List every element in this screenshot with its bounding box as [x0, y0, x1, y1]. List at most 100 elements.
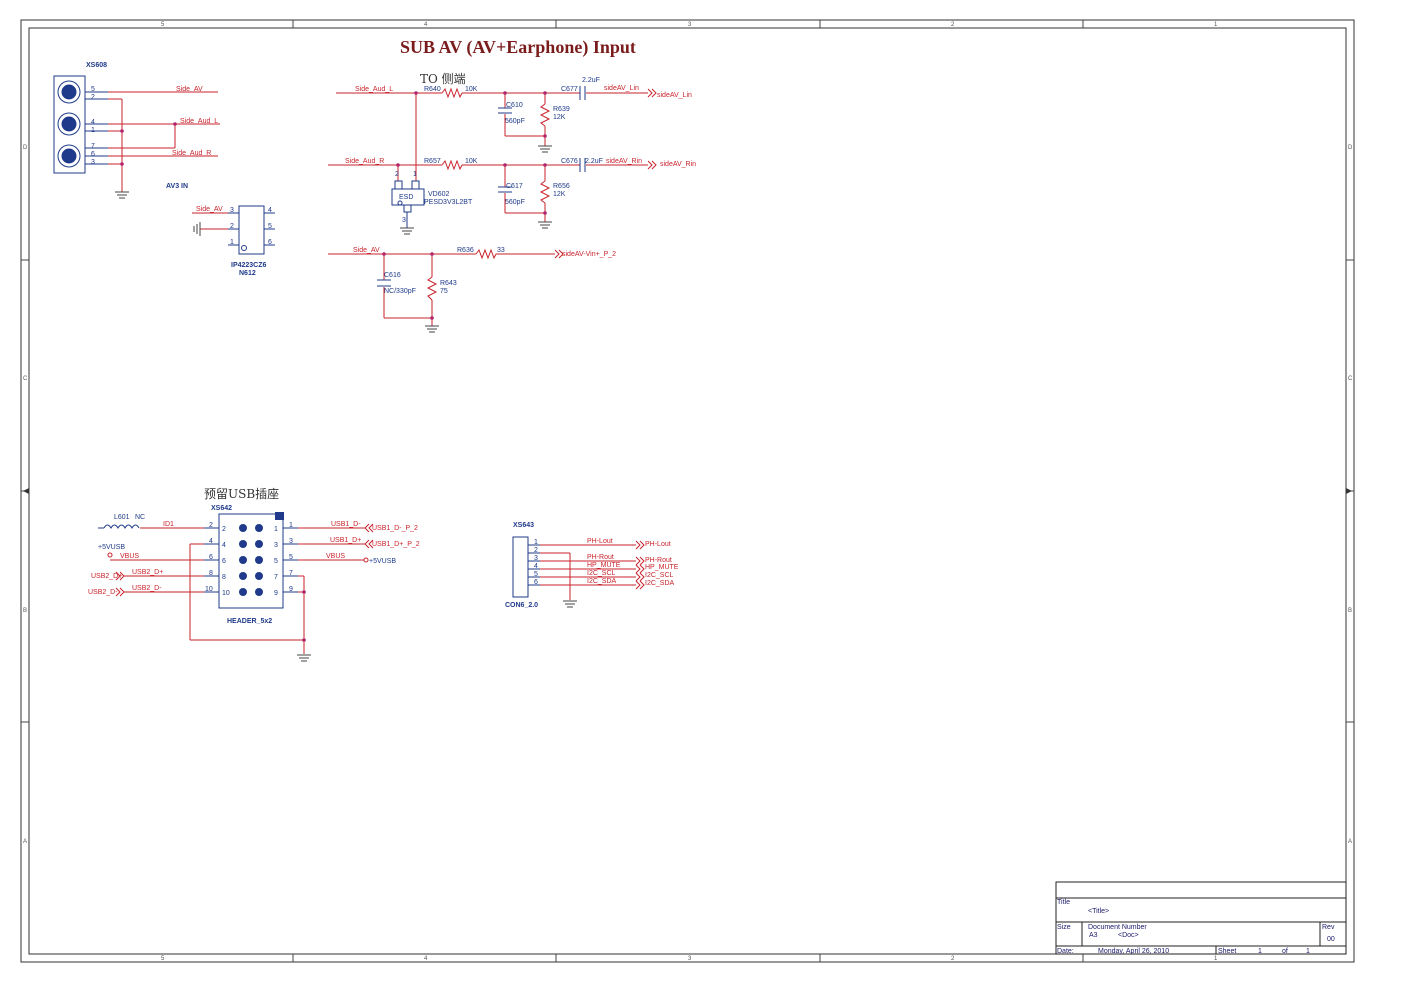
gnd-n612: [193, 222, 201, 236]
xs642-ext-pin-7: 7: [289, 570, 293, 577]
title-block: [1055, 881, 1347, 955]
net-ph-rout-1: PH-Rout: [587, 554, 614, 561]
net-side-av-2: Side_AV: [353, 247, 380, 254]
r657-value: 10K: [465, 158, 478, 165]
gnd-xs608: [115, 191, 129, 199]
net-i2c-scl-1: I2C_SCL: [587, 570, 616, 577]
xs642-pin-lines: [204, 527, 298, 593]
xs643-pin-5: 5: [534, 571, 538, 578]
sheet-title: SUB AV (AV+Earphone) Input: [400, 37, 636, 58]
n612-pin-2: 2: [230, 223, 234, 230]
xs608-name: AV3 IN: [166, 183, 188, 190]
n612-pin-4: 4: [268, 207, 272, 214]
xs642-pins: [239, 524, 263, 596]
port-sideav-rin: [647, 160, 657, 170]
p5vusb-label-left: +5VUSB: [98, 544, 125, 551]
xs608-wires: [108, 91, 220, 192]
net-usb2-dp-wire: USB2_D+: [132, 569, 163, 576]
r656-ref: R656: [553, 183, 570, 190]
net-usb2-dp-port: USB2_D+: [91, 573, 122, 580]
tb-title-value: <Title>: [1088, 908, 1109, 915]
r636-ref: R636: [457, 247, 474, 254]
c676-symbol: [579, 158, 586, 172]
center-mark-left: [23, 488, 29, 494]
xs608-pin-1: 1: [91, 127, 95, 134]
c610-value: 560pF: [505, 118, 525, 125]
tb-of-label: of: [1282, 948, 1288, 955]
net-usb1-dp-p2: USB1_D+_P_2: [372, 541, 420, 548]
xs643-ref: XS643: [513, 522, 534, 529]
vd602-pin2-pad: [394, 180, 403, 190]
tb-sheet-label: Sheet: [1218, 948, 1236, 955]
zone-col-top-2: 4: [424, 22, 428, 28]
c617-ref: C617: [506, 183, 523, 190]
tb-title-label: Title: [1057, 899, 1070, 906]
gnd-video: [425, 325, 439, 333]
xs642-ext-pin-4: 4: [209, 538, 213, 545]
xs642-int-pin-3: 3: [274, 542, 278, 549]
xs643-pin-2: 2: [534, 547, 538, 554]
xs608-jacks: [57, 80, 81, 168]
zone-row-left-d: D: [23, 145, 28, 151]
vd602-pin-2: 2: [395, 171, 399, 178]
xs642-ext-pin-1: 1: [289, 522, 293, 529]
port-usb1-dm: [364, 523, 374, 533]
xs608-ref: XS608: [86, 62, 107, 69]
l601-inductor: [103, 524, 140, 529]
zone-row-right-a: A: [1348, 839, 1352, 845]
xs643-wires: [540, 544, 636, 600]
zone-row-left-c: C: [23, 376, 28, 382]
aud-r-wires: [328, 164, 648, 222]
p5vusb-port-left: [107, 552, 113, 558]
c677-ref: C677: [561, 86, 578, 93]
n612-pin-3: 3: [230, 207, 234, 214]
zone-row-right-c: C: [1348, 376, 1353, 382]
gnd-vd602: [400, 227, 414, 235]
net-side-aud-r-1: Side_Aud_R: [172, 150, 211, 157]
zone-col-top-1: 5: [161, 22, 165, 28]
aud-l-wires: [336, 92, 648, 181]
net-usb2-dm-wire: USB2_D-: [132, 585, 162, 592]
tb-docnum-value: <Doc>: [1118, 932, 1139, 939]
port-usb2-dm: [115, 587, 125, 597]
tb-size-label: Size: [1057, 924, 1071, 931]
xs643-pin-6: 6: [534, 579, 538, 586]
n612-pin-1: 1: [230, 239, 234, 246]
net-side-aud-l-1: Side_Aud_L: [180, 118, 218, 125]
zone-row-right-b: B: [1348, 608, 1352, 614]
vd602-pin-1: 1: [413, 171, 417, 178]
video-wires: [328, 253, 555, 326]
usb-right-wires: [298, 527, 365, 561]
net-side-av-1: Side_AV: [176, 86, 203, 93]
vd602-pin1-pad: [411, 180, 420, 190]
gnd-aud-l: [538, 145, 552, 153]
net-vbus-1: VBUS: [120, 553, 139, 560]
port-usb2-dp: [115, 571, 125, 581]
tb-date-value: Monday, April 26, 2010: [1098, 948, 1169, 955]
net-sideav-vin: sideAV-Vin+_P_2: [562, 251, 616, 258]
tb-size-value: A3: [1089, 932, 1098, 939]
c616-symbol: [377, 279, 391, 287]
zone-col-bottom-4: 2: [951, 956, 955, 962]
xs642-int-pin-8: 8: [222, 574, 226, 581]
xs642-int-pin-6: 6: [222, 558, 226, 565]
to-side-note: TO 侧端: [420, 72, 466, 86]
net-ph-lout-2: PH-Lout: [645, 541, 671, 548]
c616-ref: C616: [384, 272, 401, 279]
net-id1: ID1: [163, 521, 174, 528]
r639-symbol: [539, 103, 551, 127]
tb-rev-value: 00: [1327, 936, 1335, 943]
xs643-pin-4: 4: [534, 563, 538, 570]
net-vbus-2: VBUS: [326, 553, 345, 560]
zone-col-top-5: 1: [1214, 22, 1218, 28]
vd602-pin-3: 3: [402, 217, 406, 224]
c616-value: NC/330pF: [384, 288, 416, 295]
xs642-ext-pin-2: 2: [209, 522, 213, 529]
r643-value: 75: [440, 288, 448, 295]
vd602-part: PESD3V3L2BT: [424, 199, 473, 206]
tb-rev-label: Rev: [1322, 924, 1335, 931]
p5vusb-label-right: +5VUSB: [369, 558, 396, 565]
xs642-ext-pin-8: 8: [209, 570, 213, 577]
r640-ref: R640: [424, 86, 441, 93]
